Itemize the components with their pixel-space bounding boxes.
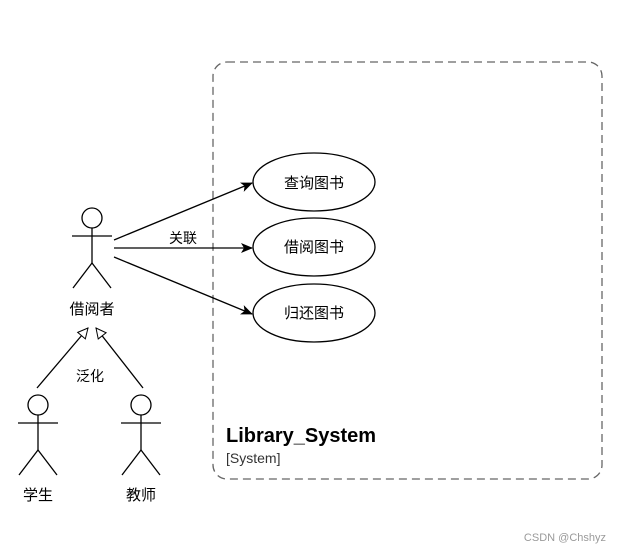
use-case-query[interactable]: 查询图书 xyxy=(252,152,376,212)
actor-teacher-label: 教师 xyxy=(126,486,156,504)
association-query-arrow xyxy=(113,182,253,241)
system-stereotype: [System] xyxy=(226,450,280,466)
use-case-borrow[interactable]: 借阅图书 xyxy=(252,217,376,277)
generalization-label: 泛化 xyxy=(76,369,104,385)
system-boundary xyxy=(212,61,603,480)
actor-student[interactable] xyxy=(18,394,58,476)
actor-teacher[interactable] xyxy=(121,394,161,476)
generalization-teacher-arrow xyxy=(96,328,144,389)
use-case-label: 查询图书 xyxy=(284,174,344,192)
association-return-arrow xyxy=(113,256,253,315)
system-name: Library_System xyxy=(226,425,376,447)
association-label: 关联 xyxy=(169,231,197,247)
watermark: CSDN @Chshyz xyxy=(524,532,606,544)
use-case-label: 归还图书 xyxy=(284,304,344,322)
generalization-student-arrow xyxy=(36,328,88,389)
actor-borrower[interactable] xyxy=(72,207,112,289)
use-case-return[interactable]: 归还图书 xyxy=(252,283,376,343)
actor-borrower-label: 借阅者 xyxy=(69,300,114,318)
actor-student-label: 学生 xyxy=(23,486,53,504)
use-case-label: 借阅图书 xyxy=(284,238,344,256)
